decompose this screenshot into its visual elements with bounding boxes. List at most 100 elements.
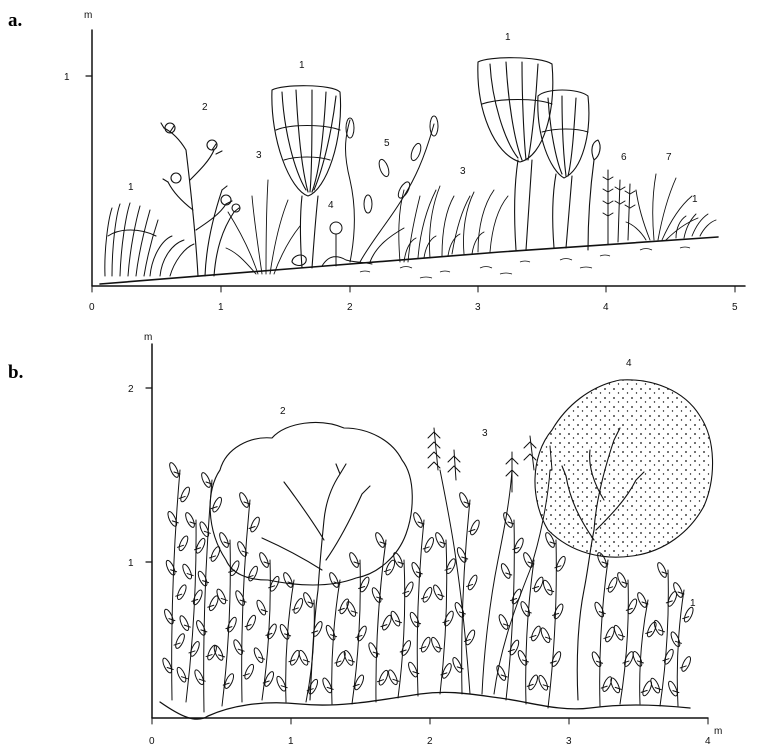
panel-a-x-tick-label: 2 xyxy=(347,302,353,313)
willow-leaf xyxy=(590,651,602,668)
plant-6-spiky-herbs xyxy=(603,170,635,244)
willow-leaf-stalk xyxy=(189,651,195,653)
willow-leaf xyxy=(672,581,684,598)
willow-leaf xyxy=(669,631,681,648)
willow-leaf-stalk xyxy=(224,542,230,544)
panel-a-x-ticks: 0 1 2 3 4 5 xyxy=(89,286,738,313)
species-label: 6 xyxy=(621,152,627,163)
willow-leaf-stalk xyxy=(533,586,539,588)
willow-leaf xyxy=(282,571,294,588)
willow-leaf-stalk xyxy=(209,556,215,558)
species-label: 2 xyxy=(280,406,286,417)
species-label: 1 xyxy=(505,32,511,43)
willow-leaf-stalk xyxy=(550,661,556,663)
panel-a-x-tick-label: 1 xyxy=(218,302,224,313)
species-label: 4 xyxy=(328,200,334,211)
willow-leaf xyxy=(500,562,512,579)
willow-leaf-stalk xyxy=(464,502,470,504)
willow-leaf-stalk xyxy=(398,562,404,564)
willow-leaf-stalk xyxy=(469,529,475,531)
panel-a: a. m 1 0 1 2 3 4 5 xyxy=(8,10,745,313)
species-label: 1 xyxy=(690,598,696,609)
willow-leaf xyxy=(607,576,619,593)
willow-leaf xyxy=(163,608,175,625)
willow-leaf-stalk xyxy=(172,521,178,523)
willow-leaf xyxy=(550,650,562,667)
willow-leaf-stalk xyxy=(174,472,180,474)
willow-leaf-stalk xyxy=(601,686,607,688)
panel-b-y-tick-label: 2 xyxy=(128,384,134,395)
willow-leaf xyxy=(516,649,528,666)
willow-leaf-stalk xyxy=(550,542,556,544)
willow-leaf-stalk xyxy=(335,661,341,663)
willow-leaf xyxy=(226,616,238,633)
plant-7-dense-grass xyxy=(626,174,698,240)
willow-stem xyxy=(548,540,556,708)
panel-b-x-unit: m xyxy=(714,726,722,737)
willow-stem xyxy=(398,560,405,698)
willow-stem xyxy=(677,590,684,706)
species-label: 3 xyxy=(460,166,466,177)
panel-b-x-tick-label: 1 xyxy=(288,736,294,747)
willow-leaf-stalk xyxy=(503,624,509,626)
willow-leaf xyxy=(335,651,347,668)
willow-leaf xyxy=(464,629,476,646)
willow-leaf-stalk xyxy=(646,631,652,633)
willow-stem xyxy=(620,580,628,704)
willow-leaf-stalk xyxy=(349,660,355,662)
willow-leaf xyxy=(292,597,304,614)
willow-leaf-stalk xyxy=(508,650,514,652)
willow-stem xyxy=(332,580,340,704)
willow-leaf-stalk xyxy=(508,522,514,524)
willow-stem xyxy=(506,520,514,700)
willow-leaf-stalk xyxy=(527,684,533,686)
willow-leaf-stalk xyxy=(436,647,442,649)
panel-a-species-labels: 1 2 3 1 4 5 3 1 6 7 1 xyxy=(128,32,698,211)
willow-leaf xyxy=(179,486,191,503)
willow-leaf xyxy=(409,611,421,628)
willow-leaf-stalk xyxy=(393,679,399,681)
willow-leaf xyxy=(266,623,278,640)
willow-leaf xyxy=(609,677,621,694)
panel-b-x-ticks: 0 1 2 3 4 xyxy=(149,718,711,747)
willow-leaf xyxy=(249,516,261,533)
willow-leaf xyxy=(197,570,209,587)
willow-leaf xyxy=(537,674,549,691)
willow-leaf-stalk xyxy=(680,666,686,668)
willow-leaf-stalk xyxy=(351,611,357,613)
willow-leaf xyxy=(400,639,412,656)
willow-leaf-stalk xyxy=(418,522,424,524)
species-label: 7 xyxy=(666,152,672,163)
willow-leaf xyxy=(252,647,264,664)
willow-leaf xyxy=(345,600,357,617)
willow-leaf xyxy=(195,619,207,636)
willow-leaf xyxy=(432,584,444,601)
willow-leaf xyxy=(234,590,246,607)
willow-leaf xyxy=(218,531,230,548)
willow-leaf xyxy=(616,571,628,588)
plant-4-stippled-tree-crown xyxy=(535,380,713,700)
willow-leaf-stalk xyxy=(655,688,661,690)
willow-leaf-stalk xyxy=(269,586,275,588)
willow-leaf xyxy=(258,551,270,568)
panel-a-x-tick-label: 0 xyxy=(89,302,95,313)
willow-leaf xyxy=(328,571,340,588)
willow-stem xyxy=(286,580,294,702)
willow-leaf-stalk xyxy=(403,591,409,593)
willow-leaf xyxy=(243,663,255,680)
willow-leaf-stalk xyxy=(167,668,173,670)
willow-leaf xyxy=(495,664,507,681)
willow-leaf-stalk xyxy=(211,507,217,509)
willow-leaf xyxy=(423,536,435,553)
willow-leaf-stalk xyxy=(187,574,193,576)
willow-leaf-stalk xyxy=(219,655,225,657)
willow-leaf-stalk xyxy=(190,522,196,524)
willow-leaf xyxy=(631,650,643,667)
willow-leaf xyxy=(255,599,267,616)
willow-leaf xyxy=(387,669,399,686)
willow-leaf xyxy=(174,633,186,650)
willow-leaf-stalk xyxy=(423,547,429,549)
species-label: 2 xyxy=(202,102,208,113)
willow-leaf xyxy=(238,491,250,508)
willow-leaf-stalk xyxy=(607,587,613,589)
